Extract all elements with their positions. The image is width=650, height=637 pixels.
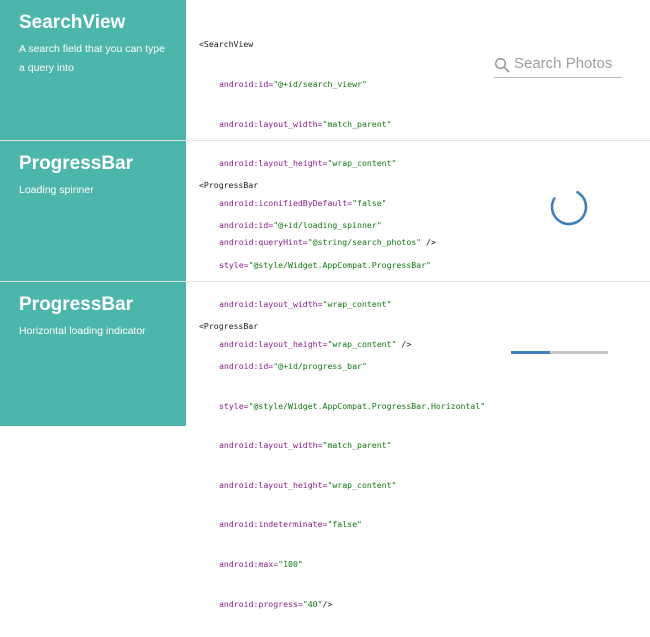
- code-line: android:layout_height="wrap_content": [219, 479, 397, 490]
- search-field[interactable]: Search Photos: [494, 55, 622, 78]
- horizontal-progress-bar: [511, 351, 608, 354]
- code-line: android:progress="40"/>: [219, 598, 333, 609]
- progressbar-horizontal-section: ProgressBar Horizontal loading indicator…: [0, 282, 650, 609]
- code-snippet: <ProgressBar android:id="@+id/progress_b…: [199, 294, 485, 637]
- section-title: ProgressBar: [19, 294, 134, 315]
- code-line: android:id="@+id/search_viewr": [219, 79, 367, 90]
- search-icon: [494, 57, 510, 73]
- code-open-tag: <ProgressBar: [199, 321, 259, 332]
- section-description: Loading spinner: [19, 184, 94, 196]
- code-line: android:layout_width="match_parent": [219, 440, 392, 451]
- section-title: SearchView: [19, 12, 126, 33]
- code-line: android:queryHint="@string/search_photos…: [219, 237, 436, 248]
- code-line: android:layout_height="wrap_content": [219, 158, 397, 169]
- code-line: android:id="@+id/progress_bar": [219, 361, 367, 372]
- code-open-tag: <ProgressBar: [199, 180, 259, 191]
- section-title: ProgressBar: [19, 153, 134, 174]
- code-open-tag: <SearchView: [199, 39, 254, 50]
- code-line: android:iconifiedByDefault="false": [219, 197, 387, 208]
- search-hint: Search Photos: [514, 55, 613, 72]
- progressbar-horizontal-sidebar: ProgressBar Horizontal loading indicator: [0, 282, 186, 426]
- loading-spinner: [549, 187, 589, 227]
- code-snippet: <SearchView android:id="@+id/search_view…: [199, 12, 436, 276]
- progressbar-spinner-section: ProgressBar Loading spinner <ProgressBar…: [0, 141, 650, 349]
- code-line: android:indeterminate="false": [219, 519, 362, 530]
- code-line: android:max="100": [219, 559, 303, 570]
- code-line: android:layout_width="match_parent": [219, 118, 392, 129]
- code-line: android:layout_height="wrap_content" />: [219, 338, 412, 349]
- progress-fill: [511, 351, 550, 354]
- progressbar-sidebar: ProgressBar Loading spinner: [0, 141, 186, 281]
- searchview-section: SearchView A search field that you can t…: [0, 0, 650, 247]
- searchview-sidebar: SearchView A search field that you can t…: [0, 0, 186, 140]
- code-snippet: <ProgressBar android:id="@+id/loading_sp…: [199, 153, 431, 377]
- code-line: style="@style/Widget.AppCompat.ProgressB…: [219, 259, 431, 270]
- code-line: android:id="@+id/loading_spinner": [219, 220, 382, 231]
- section-description: Horizontal loading indicator: [19, 325, 146, 337]
- code-line: style="@style/Widget.AppCompat.ProgressB…: [219, 400, 486, 411]
- code-line: android:layout_width="wrap_content": [219, 299, 392, 310]
- section-description: A search field that you can type a query…: [19, 43, 165, 74]
